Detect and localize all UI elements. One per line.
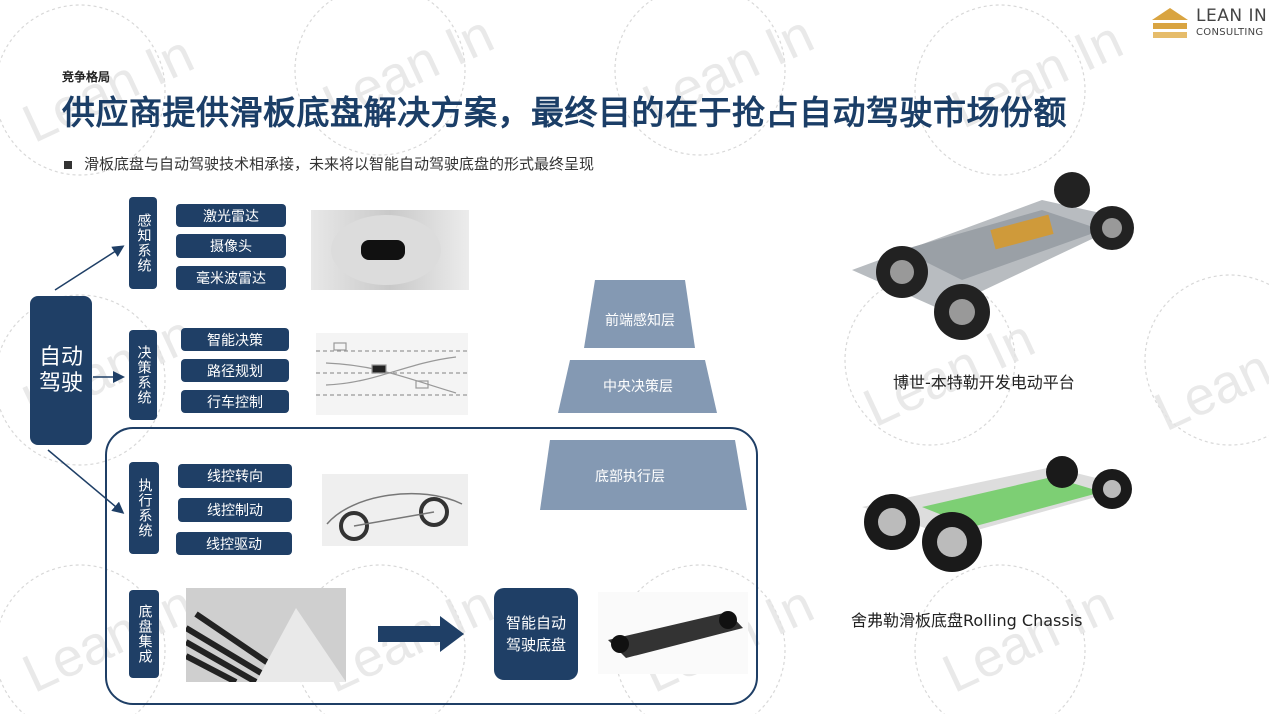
smart-chassis-box: 智能自动驾驶底盘	[494, 588, 578, 680]
brand-name: Lean In	[1196, 6, 1268, 26]
layer-pyramid	[540, 280, 747, 510]
decision-image	[316, 333, 468, 415]
group-label-execution: 执行系统	[129, 462, 159, 554]
item-smart-decision: 智能决策	[181, 328, 289, 351]
section-label: 竞争格局	[62, 70, 111, 84]
bosch-platform-image	[842, 160, 1142, 360]
item-steer-by-wire: 线控转向	[178, 464, 292, 488]
bullet-point: 滑板底盘与自动驾驶技术相承接，未来将以智能自动驾驶底盘的形式最终呈现	[64, 153, 594, 174]
layer-bottom: 底部执行层	[595, 469, 665, 485]
group-label-chassis: 底盘集成	[129, 590, 159, 678]
skateboard-image	[598, 592, 748, 674]
battery-image	[186, 588, 346, 682]
layer-central: 中央决策层	[603, 379, 673, 395]
root-box: 自动驾驶	[30, 296, 92, 445]
page-title: 供应商提供滑板底盘解决方案，最终目的在于抢占自动驾驶市场份额	[62, 93, 1067, 132]
logo-icon	[1152, 8, 1188, 38]
layer-front: 前端感知层	[605, 313, 675, 329]
item-lidar: 激光雷达	[176, 204, 286, 227]
schaeffler-chassis-image	[832, 447, 1142, 577]
group-label-perception: 感知系统	[129, 197, 157, 289]
item-radar: 毫米波雷达	[176, 266, 286, 290]
caption-bosch: 博世-本特勒开发电动平台	[893, 373, 1075, 392]
bullet-square-icon	[64, 160, 72, 169]
caption-schaeffler: 舍弗勒滑板底盘Rolling Chassis	[851, 611, 1083, 630]
item-drive-control: 行车控制	[181, 390, 289, 413]
brand-sub: Consulting	[1196, 27, 1264, 38]
item-path-planning: 路径规划	[181, 359, 289, 382]
bullet-text: 滑板底盘与自动驾驶技术相承接，未来将以智能自动驾驶底盘的形式最终呈现	[84, 155, 595, 173]
execution-frame	[105, 427, 758, 705]
sensor-image	[311, 210, 469, 290]
item-camera: 摄像头	[176, 234, 286, 258]
item-brake-by-wire: 线控制动	[178, 498, 292, 522]
execution-image	[322, 474, 468, 546]
item-drive-by-wire: 线控驱动	[176, 532, 292, 555]
arrow-icon	[378, 616, 464, 652]
group-label-decision: 决策系统	[129, 330, 157, 420]
